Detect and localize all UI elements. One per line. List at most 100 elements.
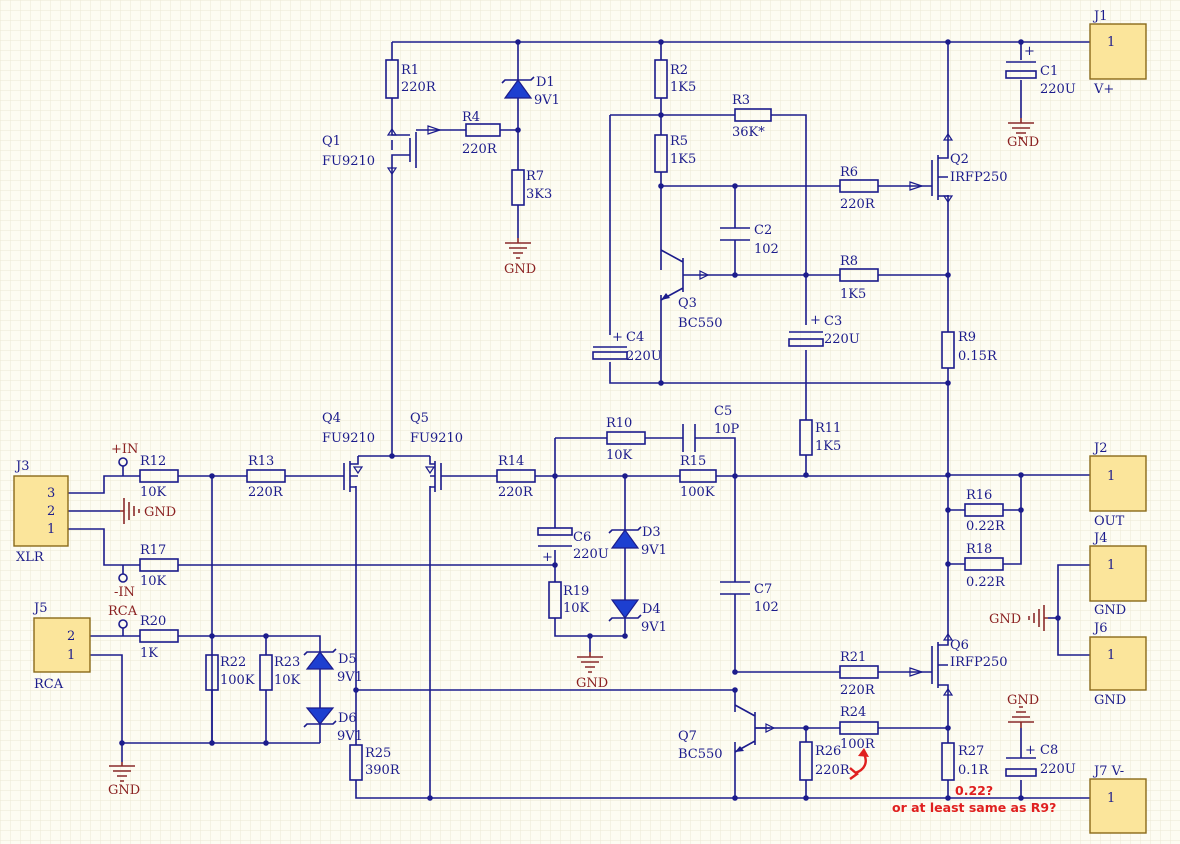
svg-text:GND: GND: [1007, 693, 1039, 708]
svg-text:C1: C1: [1040, 64, 1058, 79]
svg-text:R10: R10: [606, 416, 632, 431]
svg-text:9V1: 9V1: [641, 543, 667, 558]
svg-text:9V1: 9V1: [337, 729, 363, 744]
svg-text:IRFP250: IRFP250: [950, 655, 1008, 670]
svg-text:3: 3: [47, 486, 55, 501]
svg-text:R21: R21: [840, 650, 866, 665]
svg-text:2: 2: [67, 629, 75, 644]
input-ports: +IN -IN RCA: [108, 442, 138, 636]
svg-text:9V1: 9V1: [337, 670, 363, 685]
svg-text:220R: 220R: [248, 485, 284, 500]
svg-text:R16: R16: [966, 488, 992, 503]
annotation: 0.22? or at least same as R9?: [849, 748, 1056, 815]
annotation-line-2: or at least same as R9?: [892, 800, 1056, 815]
svg-text:R20: R20: [140, 614, 166, 629]
svg-text:BC550: BC550: [678, 747, 723, 762]
svg-text:10K: 10K: [563, 601, 590, 616]
svg-text:FU9210: FU9210: [322, 154, 375, 169]
bjt-q3: Q3 BC550: [660, 249, 723, 331]
ground-symbol: GND: [1007, 693, 1039, 728]
svg-text:R11: R11: [815, 421, 841, 436]
svg-text:10K: 10K: [140, 574, 167, 589]
svg-text:R17: R17: [140, 543, 166, 558]
connector-j1: 1 J1 V+: [1089, 9, 1147, 97]
svg-text:10K: 10K: [606, 448, 633, 463]
svg-text:R22: R22: [220, 655, 246, 670]
bjt-q7: Q7 BC550: [678, 704, 776, 762]
zener-diode-d1: D1 9V1: [501, 75, 560, 108]
resistor-r13: [246, 469, 286, 483]
svg-text:J4: J4: [1092, 531, 1107, 546]
svg-text:C3: C3: [824, 314, 842, 329]
wires: [68, 41, 1090, 799]
capacitor-c6: + C6 220U: [537, 527, 609, 565]
svg-text:100R: 100R: [840, 737, 876, 752]
svg-text:220U: 220U: [824, 332, 860, 347]
svg-text:R27: R27: [958, 744, 984, 759]
resistor-r10: [606, 431, 646, 445]
resistor-r11: [799, 419, 813, 456]
svg-text:220R: 220R: [840, 197, 876, 212]
svg-text:2: 2: [47, 504, 55, 519]
svg-text:1: 1: [1107, 791, 1115, 806]
svg-text:C8: C8: [1040, 743, 1058, 758]
mosfet-q4: Q4 FU9210: [322, 411, 375, 492]
grounds: GND GND GND GND GND GND GND: [108, 118, 1048, 798]
svg-text:+: +: [542, 550, 553, 565]
svg-text:J7 V-: J7 V-: [1092, 764, 1124, 779]
resistor-r17: [139, 558, 179, 572]
capacitors: + C1 220U C2 102 + C3 220U + C4 220U: [537, 44, 1076, 777]
svg-text:1K5: 1K5: [840, 287, 866, 302]
svg-text:220R: 220R: [840, 683, 876, 698]
svg-text:V+: V+: [1093, 82, 1114, 97]
resistor-r8: [839, 268, 879, 282]
svg-text:220R: 220R: [462, 142, 498, 157]
svg-text:220U: 220U: [573, 547, 609, 562]
svg-text:R13: R13: [248, 454, 274, 469]
resistor-r20: [139, 629, 179, 643]
svg-text:R6: R6: [840, 165, 858, 180]
svg-text:GND: GND: [576, 676, 608, 691]
svg-text:+: +: [1024, 44, 1035, 59]
connector-j3: 3 2 1 J3 XLR: [13, 459, 69, 565]
svg-text:R3: R3: [732, 93, 750, 108]
resistor-r1: [385, 59, 399, 99]
svg-text:D5: D5: [338, 652, 357, 667]
svg-text:R15: R15: [680, 454, 706, 469]
svg-text:R12: R12: [140, 454, 166, 469]
annotation-line-1: 0.22?: [955, 783, 993, 798]
svg-text:1K: 1K: [140, 646, 158, 661]
svg-text:36K*: 36K*: [732, 125, 765, 140]
svg-text:GND: GND: [1094, 693, 1126, 708]
resistor-r4: [465, 123, 501, 137]
svg-text:J6: J6: [1092, 621, 1107, 636]
svg-text:C7: C7: [754, 582, 772, 597]
resistor-r6: [839, 179, 879, 193]
svg-text:102: 102: [754, 242, 779, 257]
svg-text:R7: R7: [526, 169, 544, 184]
transistors: Q1 FU9210 Q2 IRFP250 Q3 BC550 Q4 FU9210: [322, 125, 1008, 762]
svg-text:1K5: 1K5: [815, 439, 841, 454]
svg-text:102: 102: [754, 600, 779, 615]
capacitor-c5: C5 10P: [682, 404, 740, 452]
svg-text:R19: R19: [563, 584, 589, 599]
svg-text:+: +: [612, 330, 623, 345]
svg-text:220R: 220R: [815, 763, 851, 778]
resistor-r14: [496, 469, 536, 483]
resistor-r23: [259, 654, 273, 691]
svg-text:+: +: [1025, 743, 1036, 758]
svg-text:220U: 220U: [626, 349, 662, 364]
connectors: 1 J1 V+ 1 J2 OUT 3 2 1 J3 XLR 1 J4 GND: [13, 9, 1147, 834]
svg-text:0.1R: 0.1R: [958, 763, 990, 778]
svg-text:RCA: RCA: [34, 677, 64, 692]
capacitor-c8: + C8 220U: [1005, 743, 1076, 777]
connector-j7: 1 J7 V-: [1089, 764, 1147, 834]
svg-text:GND: GND: [1007, 135, 1039, 150]
diodes: D1 9V1 D3 9V1 D4 9V1 D5 9V1 D6 9V1: [303, 75, 667, 744]
svg-text:XLR: XLR: [16, 550, 45, 565]
svg-text:D3: D3: [642, 525, 661, 540]
svg-text:Q4: Q4: [322, 411, 341, 426]
mosfet-q5: Q5 FU9210: [410, 411, 463, 492]
svg-text:D4: D4: [642, 602, 661, 617]
